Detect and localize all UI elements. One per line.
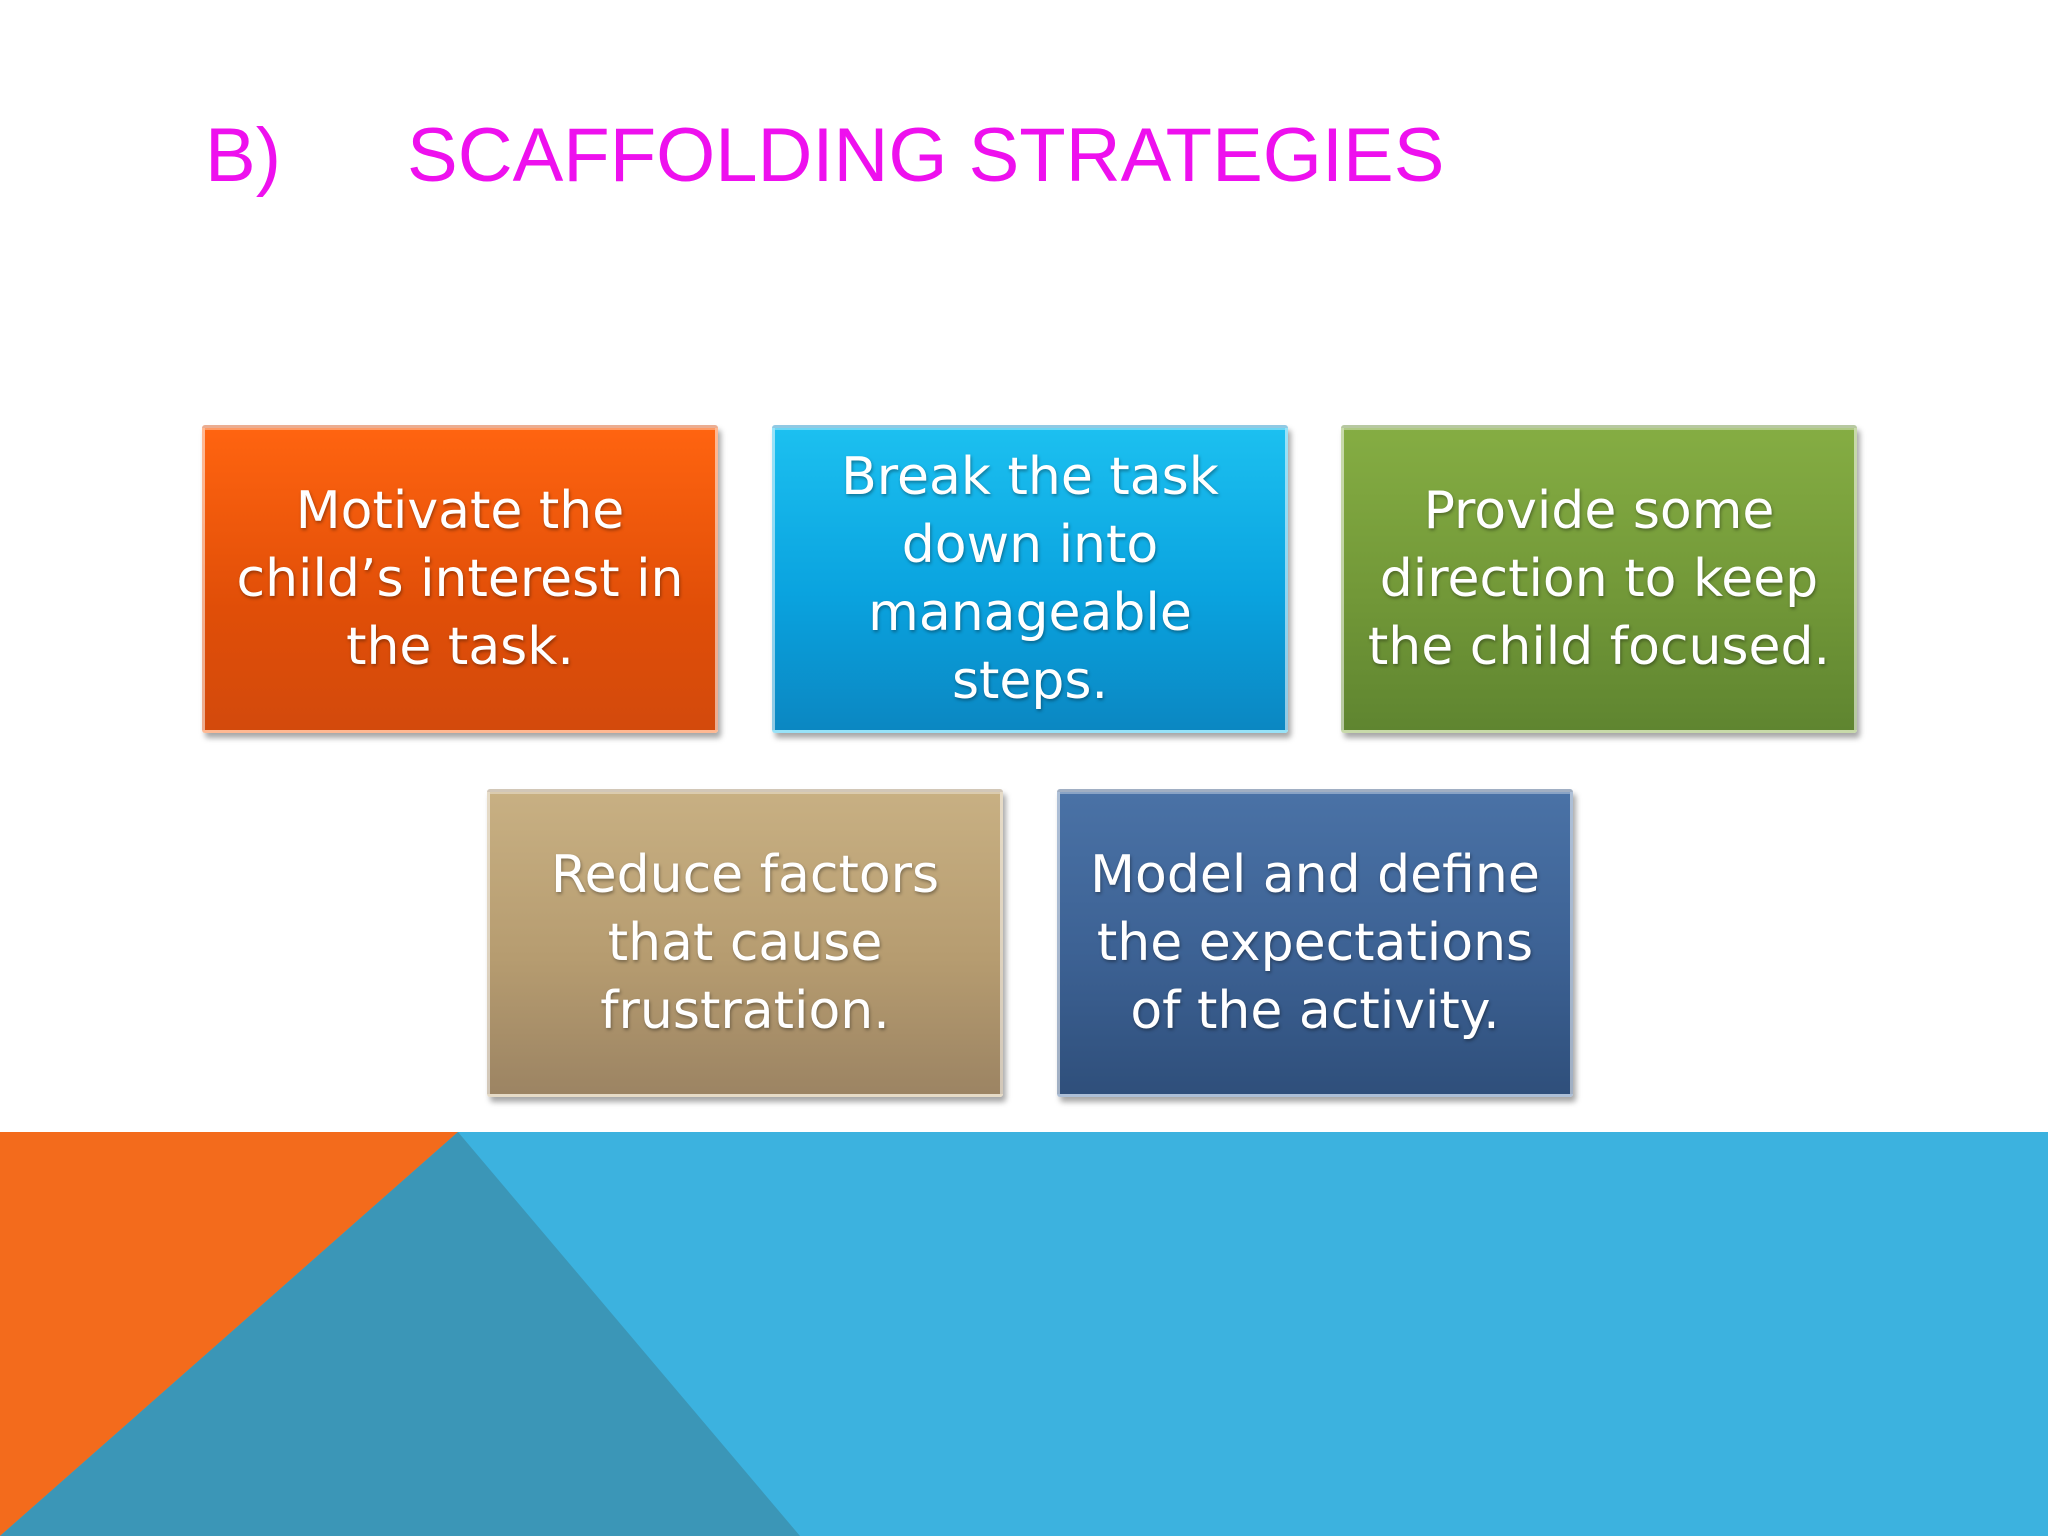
title-text: SCAFFOLDING STRATEGIES xyxy=(407,112,1445,198)
footer-teal-triangle xyxy=(0,1132,800,1536)
strategy-box-motivate: Motivate the child’s interest in the tas… xyxy=(202,425,718,733)
strategy-box-break-down: Break the task down into manageable step… xyxy=(772,425,1288,733)
strategy-box-reduce-frustration: Reduce factors that cause frustration. xyxy=(487,789,1003,1097)
strategy-text: Model and define the expectations of the… xyxy=(1090,845,1540,1041)
strategy-box-direction: Provide some direction to keep the child… xyxy=(1341,425,1857,733)
title-number: B) xyxy=(205,112,281,198)
strategy-text: Motivate the child’s interest in the tas… xyxy=(236,481,684,677)
strategy-text: Reduce factors that cause frustration. xyxy=(550,845,940,1041)
slide-title: B) SCAFFOLDING STRATEGIES xyxy=(205,100,1444,210)
strategy-box-model-expectations: Model and define the expectations of the… xyxy=(1057,789,1573,1097)
strategy-text: Provide some direction to keep the child… xyxy=(1367,481,1831,677)
footer-decoration xyxy=(0,1132,2048,1536)
strategy-text: Break the task down into manageable step… xyxy=(841,447,1219,711)
